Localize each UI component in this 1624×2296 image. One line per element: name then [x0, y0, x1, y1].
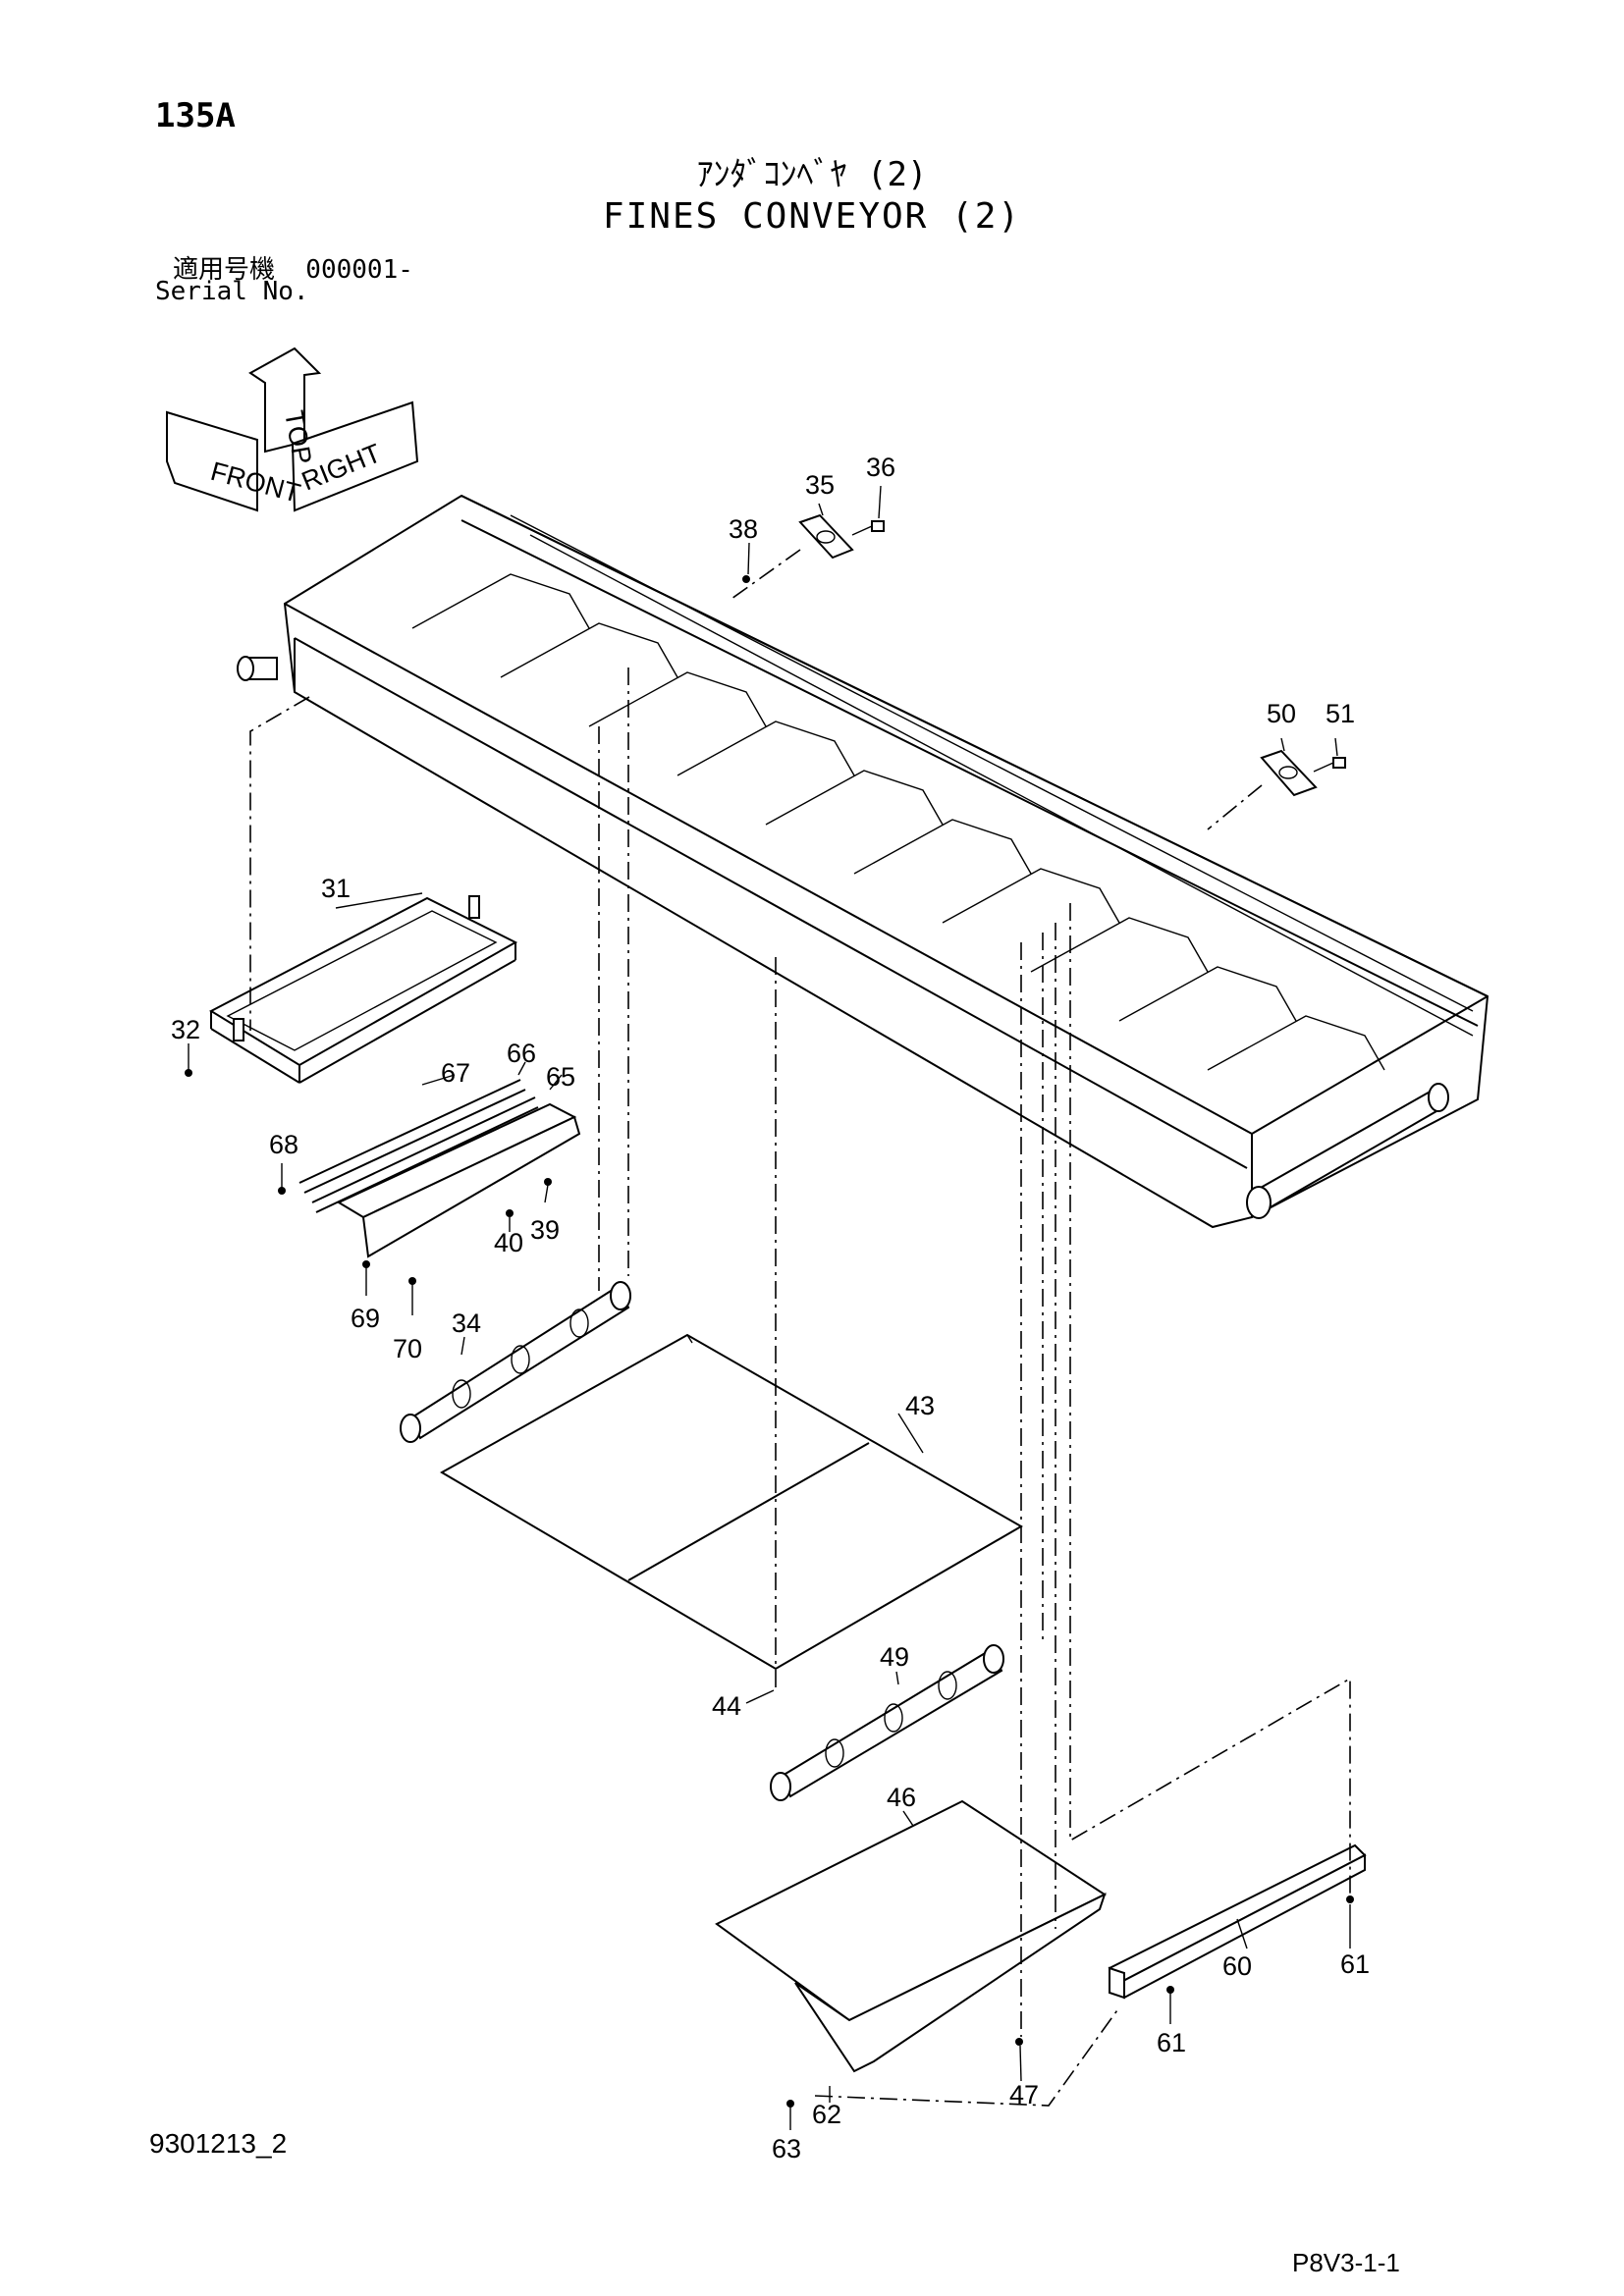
cover-31 [185, 895, 518, 1084]
callout-36: 36 [866, 453, 895, 482]
title-english: FINES CONVEYOR (2) [602, 196, 1022, 237]
assembly-guide-lines [249, 667, 1351, 2107]
callout-44: 44 [712, 1691, 741, 1721]
idler-roller-34 [400, 1281, 631, 1443]
callout-50: 50 [1267, 699, 1296, 728]
callout-32: 32 [171, 1015, 200, 1044]
guide-assembly-65 [278, 1079, 581, 1285]
callout-35: 35 [805, 470, 835, 500]
callout-66: 66 [507, 1039, 536, 1068]
callout-62: 62 [812, 2100, 841, 2129]
orientation-top-label: TOP [279, 408, 317, 466]
callout-31: 31 [321, 874, 351, 903]
callout-65: 65 [546, 1062, 575, 1092]
callout-51: 51 [1326, 699, 1355, 728]
callout-60: 60 [1222, 1951, 1252, 1981]
callout-67: 67 [441, 1058, 470, 1088]
callout-numbers: 35 36 38 50 51 31 32 67 66 65 68 39 40 6… [171, 453, 1370, 2163]
mounting-plate-35 [731, 513, 885, 600]
idler-roller-49 [770, 1644, 1004, 1801]
mounting-plate-50 [1207, 749, 1346, 830]
callout-68: 68 [269, 1130, 298, 1159]
cover-plate-46 [715, 1799, 1108, 2108]
callout-39: 39 [530, 1215, 560, 1245]
page-code: P8V3-1-1 [1292, 2248, 1400, 2277]
callout-63: 63 [772, 2134, 801, 2163]
callout-47: 47 [1009, 2080, 1039, 2109]
callout-40: 40 [494, 1228, 523, 1257]
callout-61: 61 [1157, 2028, 1186, 2057]
callout-70: 70 [393, 1334, 422, 1363]
serial-label-english: Serial No. [155, 277, 309, 306]
callout-46: 46 [887, 1783, 916, 1812]
serial-label-japanese: 適用号機 000001- [173, 255, 413, 285]
page-number: 135A [155, 96, 236, 135]
callout-49: 49 [880, 1642, 909, 1672]
callout-38: 38 [729, 514, 758, 544]
drawing-number: 9301213_2 [149, 2128, 288, 2159]
title-japanese: ｱﾝﾀﾞｺﾝﾍﾞﾔ (2) [696, 155, 928, 194]
conveyor-frame [237, 494, 1489, 1229]
callout-69: 69 [351, 1304, 380, 1333]
cover-plate-43 [439, 1333, 1024, 1671]
callout-61: 61 [1340, 1949, 1370, 1979]
callout-34: 34 [452, 1308, 481, 1338]
callout-43: 43 [905, 1391, 935, 1420]
orientation-indicator: FRONT RIGHT TOP [166, 347, 419, 512]
leader-lines [188, 485, 1351, 2130]
side-rail-60 [1108, 1843, 1367, 2000]
